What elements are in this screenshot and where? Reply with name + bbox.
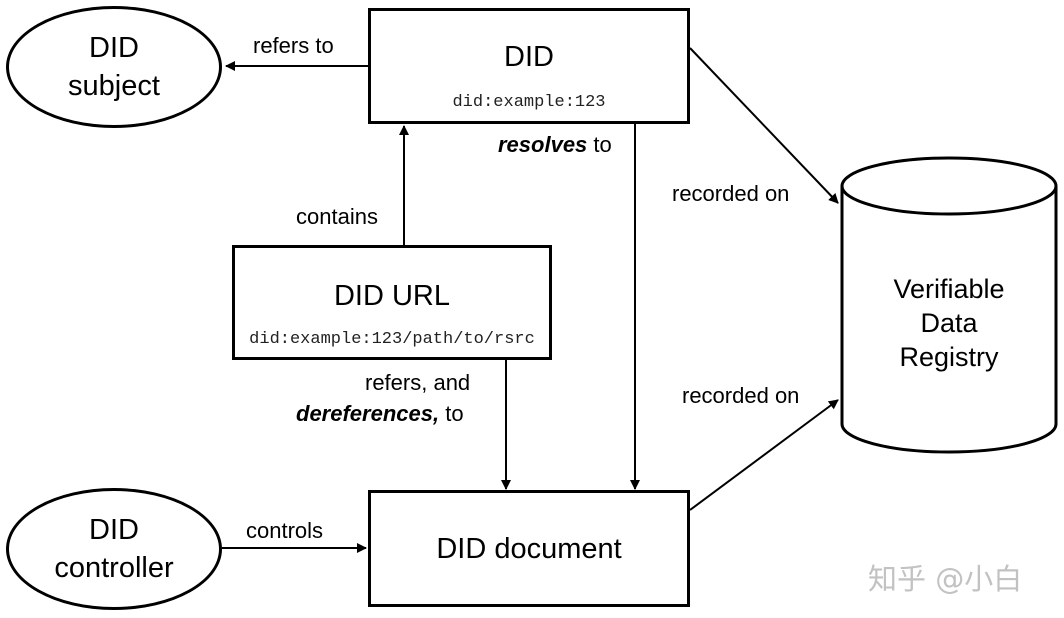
did-subject-node: DID subject [6,6,222,128]
did-document-title: DID document [436,533,622,565]
dereferences-rest-text: to [439,401,464,426]
did-title: DID [504,41,554,73]
did-controller-node: DID controller [6,488,222,610]
did-url-node: DID URL did:example:123/path/to/rsrc [232,245,552,360]
registry-label: Verifiable Data Registry [842,272,1056,374]
registry-line3: Registry [899,342,999,372]
recorded-on-bottom-label: recorded on [682,383,800,408]
did-document-node: DID document [368,490,690,607]
did-url-title: DID URL [333,280,450,312]
did-subject-line1: DID [89,32,139,64]
resolves-bold-text: resolves [498,132,588,157]
arrow-recorded-on-did [689,47,839,204]
registry-line1: Verifiable [893,274,1005,304]
did-controller-line2: controller [54,552,174,584]
watermark: 知乎 @小白 [868,562,1023,596]
resolves-to-label: resolves to [498,131,612,159]
arrow-recorded-on-document [689,399,839,511]
refers-and-label: refers, and [365,370,471,395]
did-example: did:example:123 [452,93,606,112]
did-url-example: did:example:123/path/to/rsrc [249,330,535,349]
refers-to-label: refers to [253,33,334,58]
registry-cylinder [840,156,1058,454]
did-controller-line1: DID [89,514,139,546]
dereferences-to-label: dereferences, to [296,400,464,428]
did-node: DID did:example:123 [368,8,690,124]
controls-label: controls [246,518,324,543]
resolves-rest-text: to [587,132,612,157]
recorded-on-top-label: recorded on [672,181,790,206]
registry-line2: Data [920,308,978,338]
contains-label: contains [296,204,378,229]
dereferences-bold-text: dereferences, [296,401,440,426]
did-subject-line2: subject [68,70,160,102]
